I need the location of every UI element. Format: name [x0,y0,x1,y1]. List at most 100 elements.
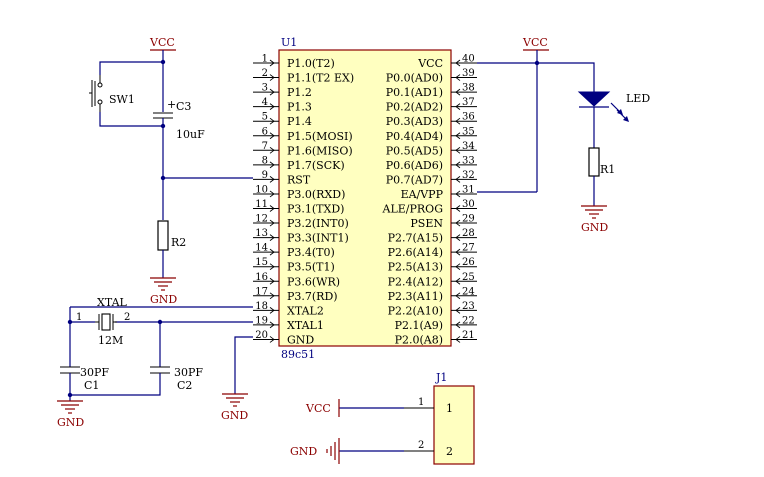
gnd-label-j1: GND [290,445,317,458]
chip-pin-number-16: 16 [255,272,268,283]
chip-pin-arrow-26 [455,263,461,271]
chip-left-pins: 1 P1.0(T2) 2 P1.1(T2 EX) 3 P1.2 4 P1.3 5 P1.4 6 P1.… [253,54,354,346]
wire-chip-gnd [234,336,253,394]
chip-pin-name-9: RST [287,173,311,186]
chip-pin-number-20: 20 [255,330,268,341]
chip-pin-name-21: P2.0(A8) [395,333,443,346]
c3-value: 10uF [176,128,205,141]
chip-pin-arrow-34 [455,146,461,154]
chip-pin-arrow-16 [269,277,275,285]
chip-pin-name-15: P3.5(T1) [287,261,335,274]
chip-pin-name-12: P3.2(INT0) [287,217,349,230]
chip-pin-arrow-29 [455,219,461,227]
chip-pin-name-24: P2.3(A11) [388,290,443,303]
chip-pin-name-40: VCC [417,57,443,70]
chip-pin-name-27: P2.6(A14) [388,246,443,259]
chip-pin-name-1: P1.0(T2) [287,57,335,70]
chip-pin-number-5: 5 [262,112,268,123]
chip-pin-number-29: 29 [462,214,475,225]
chip-pin-arrow-10 [269,190,275,198]
chip-pin-name-19: XTAL1 [287,319,324,332]
chip-pin-number-37: 37 [462,97,475,108]
xtal-crystal [95,313,117,331]
chip-pin-arrow-5 [269,117,275,125]
vcc-label-top-right: VCC [522,36,548,49]
chip-pin-name-32: P0.7(AD7) [386,173,443,186]
junction-xtal-left [67,319,73,325]
chip-pin-arrow-3 [269,88,275,96]
chip-pin-name-34: P0.5(AD5) [386,144,443,157]
chip-pin-arrow-2 [269,74,275,81]
chip-pin-arrow-20 [269,336,275,343]
j1-pin2-name: 2 [446,445,453,458]
c1-label: C1 [84,379,99,392]
chip-pin-arrow-8 [269,161,275,169]
j1-label: J1 [435,371,447,384]
chip-pin-arrow-33 [455,161,461,169]
chip-pin-number-6: 6 [262,126,268,137]
gnd-symbol-j1 [326,438,340,464]
chip-pin-arrow-38 [455,88,461,96]
chip-pin-number-35: 35 [462,126,475,137]
chip-pin-number-27: 27 [462,243,475,254]
chip-pin-number-34: 34 [462,141,475,152]
chip-pin-name-16: P3.6(WR) [287,275,340,288]
chip-pin-number-9: 9 [262,170,268,181]
chip-pin-arrow-30 [455,205,461,212]
chip-pin-name-22: P2.1(A9) [395,319,443,332]
chip-pin-number-26: 26 [462,257,475,268]
wire-sw1-bottom [99,112,163,127]
chip-pin-number-23: 23 [462,301,475,312]
chip-pin-arrow-35 [455,132,461,140]
chip-pin-arrow-21 [455,336,461,343]
chip-pin-name-11: P3.1(TXD) [287,203,344,216]
chip-pin-number-18: 18 [255,301,268,312]
chip-pin-number-1: 1 [262,54,268,65]
chip-pin-name-6: P1.5(MOSI) [287,130,353,143]
chip-pin-number-17: 17 [255,286,268,297]
vcc-label-j1: VCC [305,402,331,415]
chip-pin-number-4: 4 [262,97,268,108]
chip-pin-name-3: P1.2 [287,86,312,99]
c2-capacitor [150,366,170,374]
vcc-label-top-left: VCC [149,36,175,49]
chip-pin-arrow-12 [269,219,275,227]
chip-pin-number-3: 3 [262,83,268,94]
chip-pin-arrow-6 [269,132,275,140]
chip-pin-name-4: P1.3 [287,101,312,114]
c1-value: 30PF [80,366,109,379]
chip-pin-name-29: PSEN [410,217,443,230]
c2-value: 30PF [174,366,203,379]
c3-label: C3 [176,100,191,113]
chip-pin-number-2: 2 [262,68,268,79]
chip-pin-number-12: 12 [255,214,268,225]
sw1-label: SW1 [109,93,135,106]
j1-pin2-number: 2 [418,440,424,451]
chip-pin-name-2: P1.1(T2 EX) [287,72,354,85]
r2-resistor [157,220,169,251]
chip-pin-name-26: P2.5(A13) [388,261,443,274]
chip-pin-number-15: 15 [255,257,268,268]
c2-label: C2 [177,379,192,392]
chip-pin-number-11: 11 [255,199,268,210]
chip-pin-name-33: P0.6(AD6) [386,159,443,172]
chip-pin-name-35: P0.4(AD4) [386,130,443,143]
chip-pin-name-17: P3.7(RD) [287,290,338,303]
chip-pin-number-13: 13 [255,228,268,239]
chip-pin-name-5: P1.4 [287,115,312,128]
chip-pin-arrow-15 [269,263,275,271]
chip-pin-number-8: 8 [262,155,268,166]
led-label: LED [626,92,650,105]
wire-led-top [537,62,595,92]
chip-pin-number-19: 19 [255,315,268,326]
gnd-label-chip: GND [221,409,248,422]
c3-plus: + [167,98,176,111]
xtal-pin1-number: 1 [76,312,82,323]
chip-pin-number-25: 25 [462,272,475,283]
chip-pin-number-33: 33 [462,155,475,166]
gnd-label-r1: GND [581,221,608,234]
chip-pin-arrow-23 [455,306,461,314]
r2-label: R2 [171,236,186,249]
xtal-pin2-number: 2 [124,312,130,323]
